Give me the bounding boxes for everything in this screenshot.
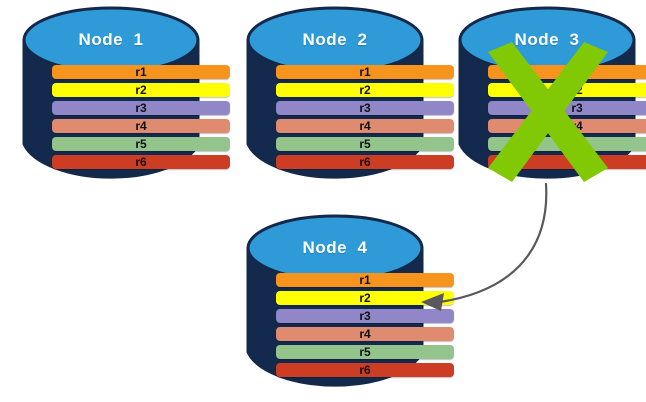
row-r5[interactable]: r5: [488, 137, 646, 151]
node-3-rows: r1 r2 r3 r4 r5 r6: [458, 65, 646, 169]
row-r4[interactable]: r4: [52, 119, 230, 133]
row-r4[interactable]: r4: [276, 327, 454, 341]
row-r4[interactable]: r4: [488, 119, 646, 133]
row-r5[interactable]: r5: [276, 345, 454, 359]
row-r1[interactable]: r1: [488, 65, 646, 79]
row-r6[interactable]: r6: [52, 155, 230, 169]
row-r2[interactable]: r2: [276, 291, 454, 305]
row-r1[interactable]: r1: [276, 65, 454, 79]
node-3[interactable]: Node 3 r1 r2 r3 r4 r5 r6: [458, 4, 646, 184]
row-r3[interactable]: r3: [52, 101, 230, 115]
row-r3[interactable]: r3: [276, 101, 454, 115]
row-r6[interactable]: r6: [276, 363, 454, 377]
row-r3[interactable]: r3: [488, 101, 646, 115]
row-r5[interactable]: r5: [276, 137, 454, 151]
node-4-rows: r1 r2 r3 r4 r5 r6: [246, 273, 484, 377]
node-2-rows: r1 r2 r3 r4 r5 r6: [246, 65, 484, 169]
row-r2[interactable]: r2: [52, 83, 230, 97]
node-1[interactable]: Node 1 r1 r2 r3 r4 r5 r6: [22, 4, 230, 184]
row-r6[interactable]: r6: [488, 155, 646, 169]
row-r4[interactable]: r4: [276, 119, 454, 133]
node-2[interactable]: Node 2 r1 r2 r3 r4 r5 r6: [246, 4, 454, 184]
row-r5[interactable]: r5: [52, 137, 230, 151]
row-r3[interactable]: r3: [276, 309, 454, 323]
row-r6[interactable]: r6: [276, 155, 454, 169]
row-r2[interactable]: r2: [488, 83, 646, 97]
row-r1[interactable]: r1: [276, 273, 454, 287]
row-r1[interactable]: r1: [52, 65, 230, 79]
node-1-rows: r1 r2 r3 r4 r5 r6: [22, 65, 260, 169]
row-r2[interactable]: r2: [276, 83, 454, 97]
node-4[interactable]: Node 4 r1 r2 r3 r4 r5 r6: [246, 212, 454, 392]
